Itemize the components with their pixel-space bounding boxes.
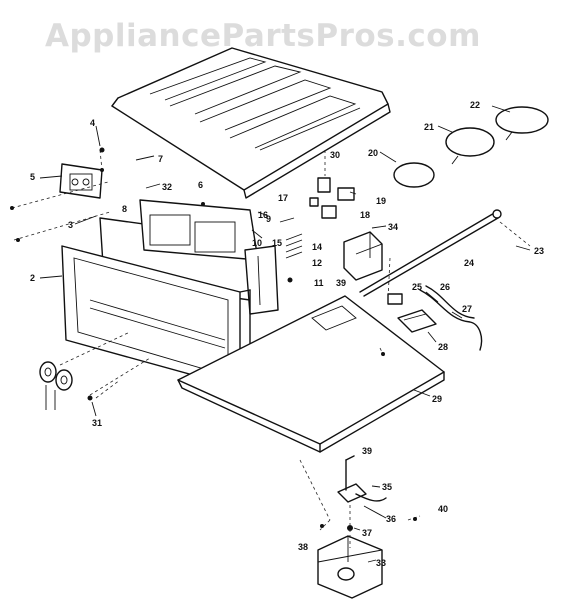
hardware bbox=[10, 147, 417, 528]
callout-7: 7 bbox=[158, 154, 163, 164]
callout-14: 14 bbox=[312, 242, 322, 252]
callout-33: 33 bbox=[376, 558, 386, 568]
callout-29: 29 bbox=[432, 394, 442, 404]
watermark-text: AppliancePartsPros.com bbox=[45, 18, 481, 54]
callout-3: 3 bbox=[68, 220, 73, 230]
junction-box bbox=[343, 231, 383, 281]
callout-27: 27 bbox=[462, 304, 472, 314]
callout-18: 18 bbox=[360, 210, 370, 220]
callout-24: 24 bbox=[464, 258, 474, 268]
top-panel bbox=[111, 47, 391, 199]
callout-20: 20 bbox=[368, 148, 378, 158]
callout-39-lower: 39 bbox=[362, 446, 372, 456]
control-bezel bbox=[59, 163, 103, 199]
callout-26: 26 bbox=[440, 282, 450, 292]
callout-4: 4 bbox=[90, 118, 95, 128]
callout-6: 6 bbox=[198, 180, 203, 190]
callout-37: 37 bbox=[362, 528, 372, 538]
element-rod bbox=[359, 209, 502, 297]
callout-35: 35 bbox=[382, 482, 392, 492]
callout-30: 30 bbox=[330, 150, 340, 160]
lower-assembly bbox=[317, 455, 387, 599]
callout-32: 32 bbox=[162, 182, 172, 192]
assembly-lines bbox=[11, 149, 531, 531]
small-brackets bbox=[309, 177, 355, 219]
callout-39-upper: 39 bbox=[336, 278, 346, 288]
surface-elements bbox=[393, 106, 549, 188]
callout-36: 36 bbox=[386, 514, 396, 524]
callout-25: 25 bbox=[412, 282, 422, 292]
callout-28: 28 bbox=[438, 342, 448, 352]
callout-10: 10 bbox=[252, 238, 262, 248]
callout-38: 38 bbox=[298, 542, 308, 552]
base-pan bbox=[177, 295, 445, 453]
leader-lines bbox=[39, 105, 531, 563]
callout-31: 31 bbox=[92, 418, 102, 428]
callout-19: 19 bbox=[376, 196, 386, 206]
terminal-block bbox=[387, 285, 483, 351]
callout-15: 15 bbox=[272, 238, 282, 248]
callout-34: 34 bbox=[388, 222, 398, 232]
callout-5: 5 bbox=[30, 172, 35, 182]
callout-9: 9 bbox=[266, 214, 271, 224]
callout-2: 2 bbox=[30, 273, 35, 283]
callout-23: 23 bbox=[534, 246, 544, 256]
callout-8: 8 bbox=[122, 204, 127, 214]
control-knobs bbox=[39, 361, 73, 410]
callout-21: 21 bbox=[424, 122, 434, 132]
callout-40: 40 bbox=[438, 504, 448, 514]
callout-17: 17 bbox=[278, 193, 288, 203]
callout-labels: 2 3 4 5 6 7 8 9 10 11 12 14 15 16 17 18 … bbox=[30, 100, 544, 568]
callout-11: 11 bbox=[314, 278, 324, 288]
callout-22: 22 bbox=[470, 100, 480, 110]
callout-12: 12 bbox=[312, 258, 322, 268]
callout-16: 16 bbox=[258, 210, 268, 220]
